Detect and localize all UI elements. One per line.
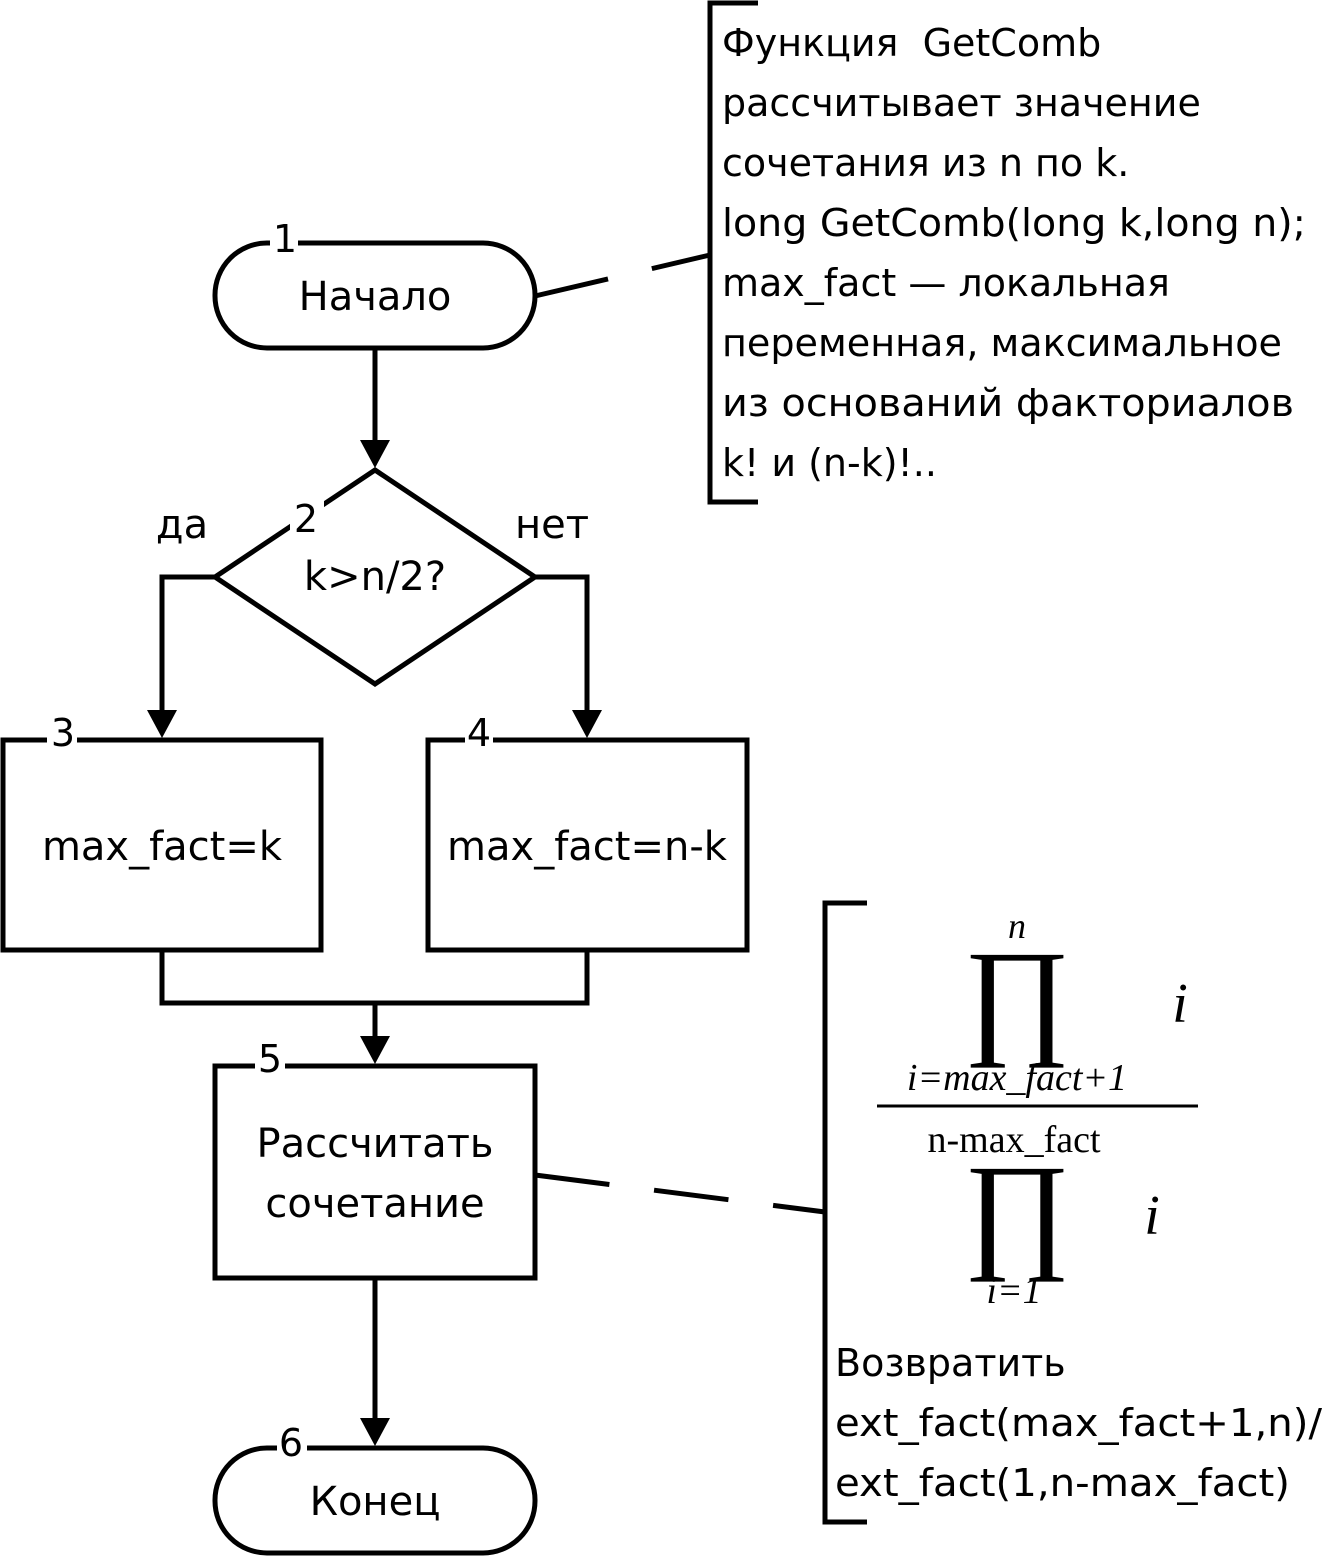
formula-num-upper: n [1008,906,1026,946]
arrowhead [360,1418,390,1446]
comment-bottom: Возвратить ext_fact(max_fact+1,n)/ ext_f… [835,1341,1322,1505]
formula-den-var: i [1144,1185,1160,1247]
comment-leader-bottom [534,1172,826,1215]
comment-bottom-line: ext_fact(1,n-max_fact) [835,1461,1290,1505]
formula: n ∏ i i=max_fact+1 n-max_fact ∏ i i=1 [907,906,1188,1312]
block-number-1: 1 [273,217,297,261]
formula-den-lower: i=1 [986,1270,1041,1312]
comment-top-line: max_fact — локальная [722,261,1170,305]
comment-bottom-line: Возвратить [835,1341,1066,1385]
end-label: Конец [310,1479,441,1525]
end-terminator [212,1445,538,1556]
block-5-label-line2: сочетание [265,1181,484,1227]
comment-top-line: k! и (n-k)!.. [722,441,937,485]
comment-top-line: Функция GetComb [722,21,1101,65]
decision-label: k>n/2? [304,554,446,600]
block-3-label: max_fact=k [42,824,283,870]
comment-top-line: переменная, максимальное [722,321,1282,365]
comment-top-line: сочетания из n по k. [722,141,1129,185]
formula-den-upper: n-max_fact [927,1119,1100,1161]
product-sign-num: ∏ [963,925,1070,1069]
product-sign-den: ∏ [963,1139,1070,1283]
arrowhead [360,440,390,468]
block-5-label-line1: Рассчитать [257,1121,494,1167]
connector-no-branch [535,574,590,712]
comment-bracket-bottom [822,900,867,1525]
comment-top: Функция GetComb рассчитывает значение со… [722,21,1306,485]
connector-yes-branch [159,574,215,712]
block-4-label: max_fact=n-k [447,824,728,870]
block-number-2: 2 [294,497,318,541]
decision-diamond [210,466,540,688]
block-number-5: 5 [258,1037,282,1081]
process-block-5 [212,1063,538,1281]
comment-leader-top [534,252,711,299]
comment-bracket-top [707,0,758,505]
yes-label: да [156,502,208,548]
comment-top-line: рассчитывает значение [722,81,1201,125]
no-label: нет [515,502,589,548]
arrowhead [360,1036,390,1064]
formula-num-lower: i=max_fact+1 [907,1057,1127,1099]
comment-top-line: long GetComb(long k,long n); [722,201,1306,245]
arrowhead [572,710,602,738]
block-number-4: 4 [467,711,491,755]
arrowhead [147,710,177,738]
formula-num-var: i [1172,973,1188,1035]
start-label: Начало [299,274,452,320]
connector-merge [159,950,590,1006]
comment-bottom-line: ext_fact(max_fact+1,n)/ [835,1401,1322,1445]
block-number-3: 3 [51,711,75,755]
comment-top-line: из оснований факториалов [722,381,1294,425]
block-number-6: 6 [279,1421,303,1465]
